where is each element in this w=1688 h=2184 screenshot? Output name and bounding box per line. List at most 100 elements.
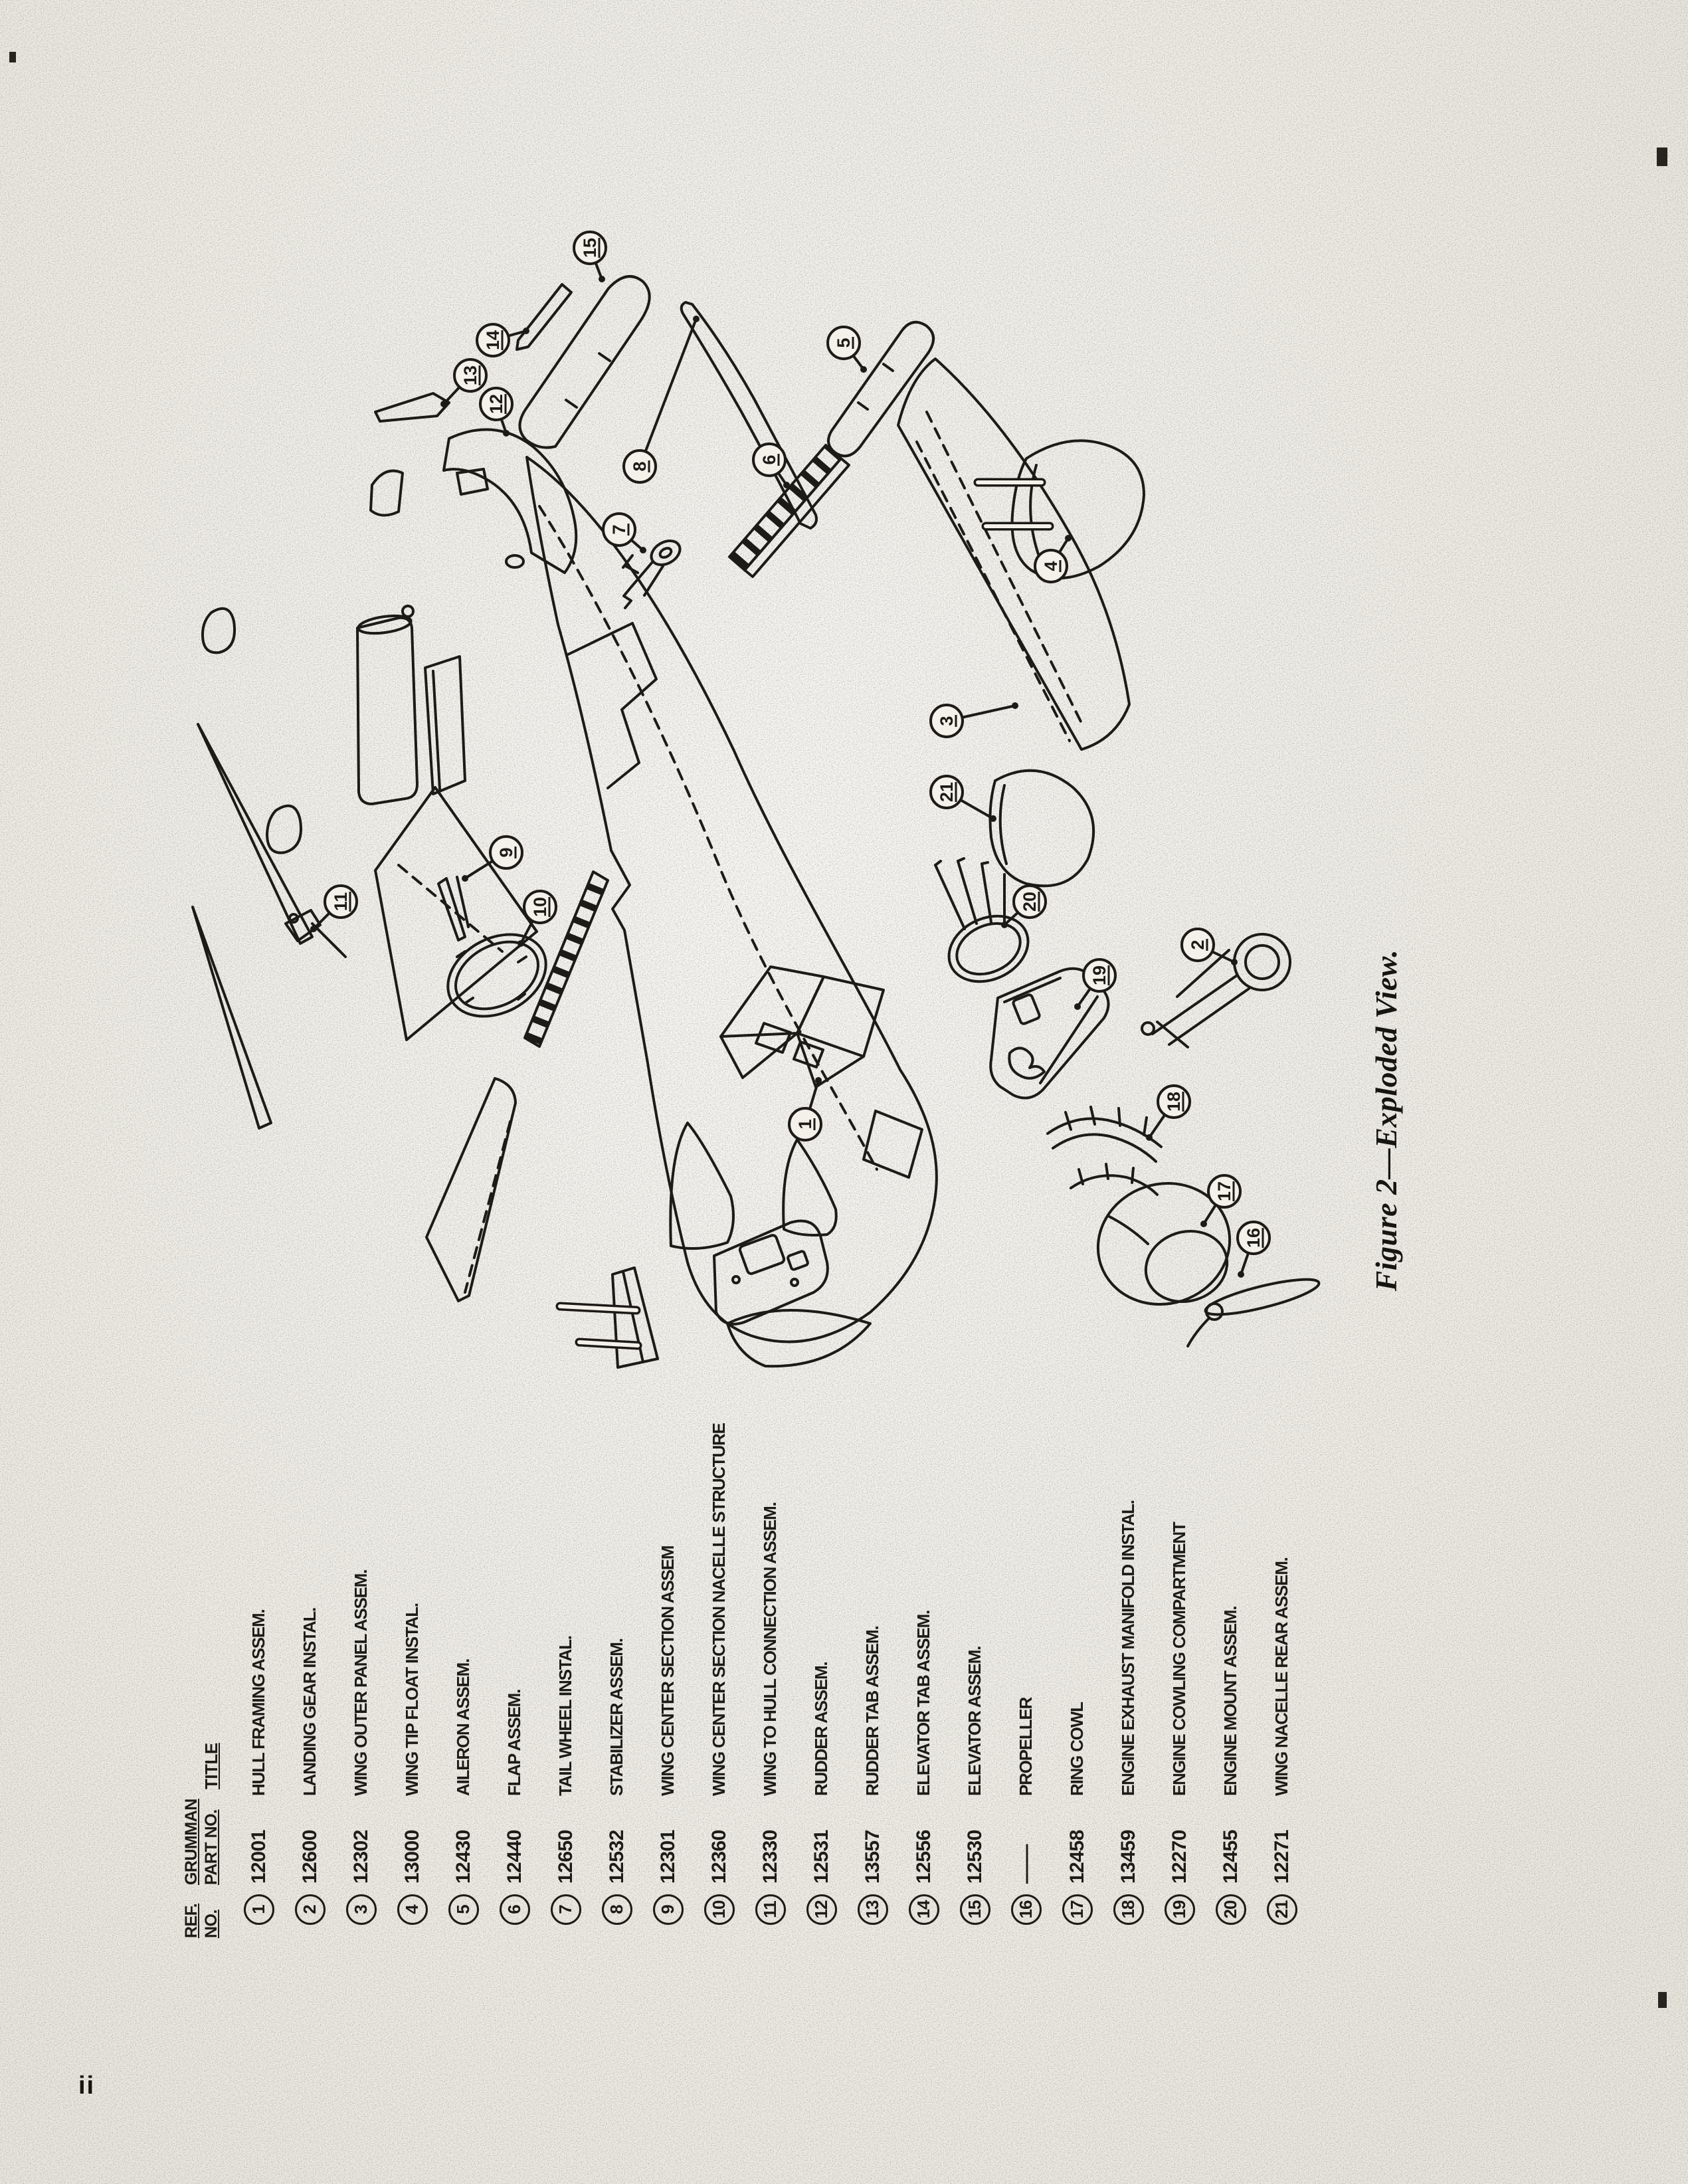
part-title: WING NACELLE REAR ASSEM.	[1271, 1557, 1292, 1796]
callout-arrow-dot	[310, 926, 317, 932]
ref-number-circle: 5	[448, 1894, 479, 1925]
parts-table-row: 312302WING OUTER PANEL ASSEM.	[335, 1492, 387, 2023]
part-number: 13557	[862, 1805, 884, 1884]
part-number: 13000	[401, 1805, 424, 1884]
ref-number-circle: 8	[602, 1894, 632, 1925]
callout-number: 8	[630, 461, 650, 471]
callout-number: 17	[1214, 1181, 1234, 1201]
parts-table-row: 212600LANDING GEAR INSTAL.	[284, 1492, 335, 2023]
part-number: 12455	[1220, 1805, 1242, 1884]
callout-arrow-dot	[860, 366, 867, 373]
part-number: 12271	[1271, 1805, 1293, 1884]
part-number: 12556	[913, 1805, 935, 1884]
part-title: ELEVATOR ASSEM.	[965, 1646, 985, 1796]
callout-arrow-dot	[1065, 535, 1072, 542]
callout-number: 3	[937, 716, 957, 726]
part-title: FLAP ASSEM.	[504, 1690, 525, 1796]
callout-arrow-dot	[1012, 702, 1018, 709]
ref-number-circle: 3	[346, 1894, 377, 1925]
ref-number-circle: 6	[500, 1894, 530, 1925]
part-number: 12430	[452, 1805, 475, 1884]
ref-number-circle: 11	[755, 1894, 786, 1925]
callout-arrow-dot	[599, 276, 605, 282]
callout-arrow-dot	[1074, 1003, 1081, 1010]
ref-number-circle: 10	[704, 1894, 735, 1925]
part-number: 13459	[1117, 1805, 1140, 1884]
parts-table-row: 112001HULL FRAMING ASSEM.	[233, 1492, 284, 2023]
parts-table-row: 1012360WING CENTER SECTION NACELLE STRUC…	[694, 1492, 745, 2023]
ref-number-circle: 9	[653, 1894, 684, 1925]
part-number: 12650	[555, 1805, 577, 1884]
ref-number-circle: 18	[1113, 1894, 1144, 1925]
callout-arrow-dot	[1231, 959, 1238, 965]
ref-number-circle: 7	[551, 1894, 581, 1925]
part-title: TAIL WHEEL INSTAL.	[555, 1636, 576, 1796]
parts-table: REF. NO. GRUMMAN PART NO. TITLE 112001HU…	[169, 1492, 1307, 2023]
parts-table-row: 1412556ELEVATOR TAB ASSEM.	[898, 1492, 949, 2023]
ref-number-circle: 17	[1062, 1894, 1093, 1925]
part-title: AILERON ASSEM.	[453, 1659, 474, 1796]
callout-number: 13	[460, 365, 480, 385]
part-number: 12360	[708, 1805, 731, 1884]
callout-number: 9	[496, 847, 516, 857]
callout-number: 21	[937, 782, 957, 802]
callout-arrow-dot	[640, 547, 646, 553]
part-title: ELEVATOR TAB ASSEM.	[913, 1611, 934, 1796]
callout-number: 20	[1020, 892, 1040, 912]
part-number: 12532	[606, 1805, 628, 1884]
callout-arrow-dot	[693, 316, 700, 322]
parts-table-row: 16 —— PROPELLER	[1000, 1492, 1052, 2023]
callout-arrow-dot	[1146, 1134, 1153, 1141]
callout-number: 14	[483, 330, 503, 350]
part-title: RUDDER TAB ASSEM.	[862, 1627, 883, 1797]
part-title: PROPELLER	[1016, 1698, 1036, 1796]
ref-number-circle: 16	[1011, 1894, 1042, 1925]
callout-number: 16	[1244, 1228, 1264, 1248]
parts-table-row: 2012455ENGINE MOUNT ASSEM.	[1205, 1492, 1256, 2023]
parts-table-row: 1212531RUDDER ASSEM.	[796, 1492, 847, 2023]
part-title: RING COWL	[1067, 1702, 1087, 1796]
ref-number-circle: 2	[295, 1894, 326, 1925]
ref-number-circle: 15	[960, 1894, 990, 1925]
callout-number: 5	[834, 338, 854, 347]
ref-number-circle: 12	[806, 1894, 837, 1925]
part-title: ENGINE MOUNT ASSEM.	[1220, 1607, 1241, 1796]
scan-speck-top-left	[9, 52, 16, 62]
callout-number: 10	[530, 897, 550, 917]
parts-table-header: REF. NO. GRUMMAN PART NO. TITLE	[169, 1492, 233, 2023]
scan-speck-right-bottom	[1658, 1992, 1667, 2008]
callout-arrow-dot	[523, 328, 529, 334]
callout-arrow-dot	[1200, 1221, 1207, 1227]
parts-table-row: 15 12530 ELEVATOR ASSEM.	[949, 1492, 1000, 2023]
figure-caption: Figure 2—Exploded View.	[1362, 937, 1411, 1304]
callout-arrow-dot	[462, 875, 468, 882]
callout-arrow-dot	[1001, 922, 1008, 928]
ref-number-circle: 19	[1165, 1894, 1195, 1925]
part-title: WING TIP FLOAT INSTAL.	[402, 1603, 422, 1796]
part-number: 12301	[657, 1805, 680, 1884]
part-title: STABILIZER ASSEM.	[607, 1638, 627, 1796]
part-number: 12270	[1169, 1805, 1191, 1884]
part-title: LANDING GEAR INSTAL.	[300, 1608, 320, 1796]
part-number: 12458	[1066, 1805, 1089, 1884]
callout-number: 12	[486, 394, 506, 414]
part-number: 12530	[964, 1805, 986, 1884]
part-number: 12302	[350, 1805, 373, 1884]
callout-arrow-dot	[990, 815, 996, 822]
parts-table-row: 1112330WING TO HULL CONNECTION ASSEM.	[745, 1492, 796, 2023]
scan-speck-right-top	[1657, 148, 1667, 166]
callout-arrow-dot	[783, 482, 790, 488]
parts-table-row: 17 12458 RING COWL	[1052, 1492, 1103, 2023]
part-number: 12001	[248, 1805, 270, 1884]
part-number: ——	[1015, 1805, 1038, 1884]
parts-table-row: 912301WING CENTER SECTION ASSEM	[642, 1492, 694, 2023]
callout-arrow-dot	[1238, 1271, 1244, 1278]
part-number: 12531	[810, 1805, 833, 1884]
part-title: WING CENTER SECTION NACELLE STRUCTURE	[709, 1423, 729, 1796]
callout-arrow-dot	[440, 401, 447, 407]
ref-number-circle: 13	[858, 1894, 888, 1925]
callout-number: 7	[609, 524, 629, 534]
title-header: TITLE	[201, 1743, 222, 1789]
callout-number: 18	[1164, 1092, 1184, 1112]
part-number: 12440	[504, 1805, 526, 1884]
